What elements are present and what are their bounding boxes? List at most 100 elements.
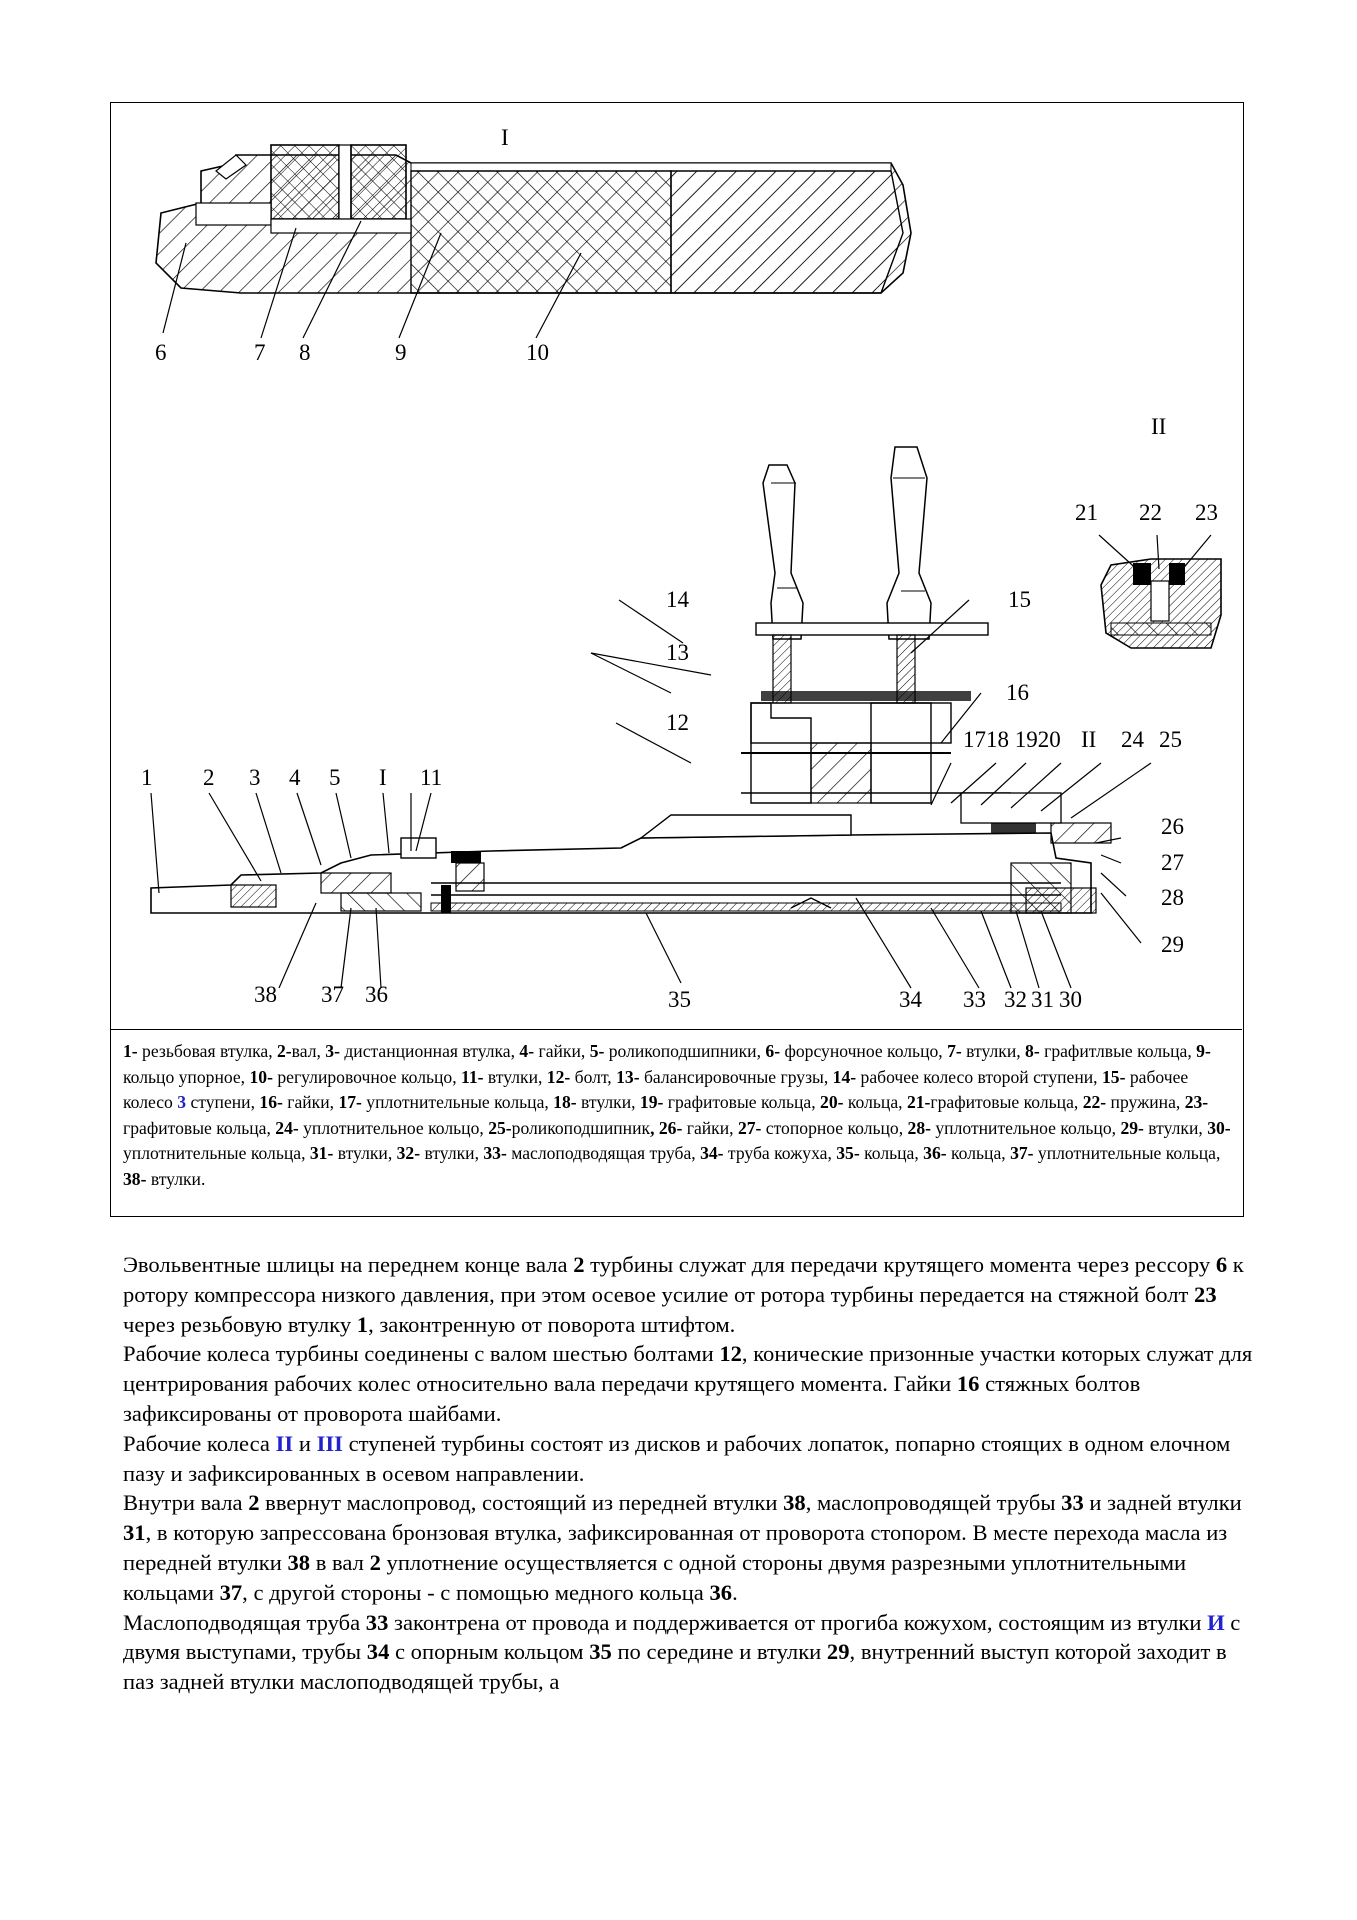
text-run: втулки,: [961, 1041, 1026, 1061]
legend-number: 5-: [589, 1041, 605, 1061]
text-run: турбины служат для передачи крутящего мо…: [584, 1252, 1216, 1277]
text-run: регулировочное кольцо,: [272, 1066, 462, 1087]
label-22: 22: [1139, 500, 1162, 525]
label-34: 34: [899, 987, 922, 1012]
label-13: 13: [666, 640, 689, 665]
text-run: рабочее колесо второй ступени,: [856, 1066, 1102, 1087]
text-run: втулки,: [483, 1066, 547, 1087]
figure-frame: I 6 7 8 9 10 II 21 22 23 14 15 13 16 12 …: [110, 102, 1244, 1217]
text-run: пружина,: [1106, 1092, 1185, 1112]
text-run: с двумя выступами, трубы: [123, 1609, 1241, 1665]
label-14: 14: [666, 587, 689, 612]
legend-number: ,: [650, 1117, 655, 1138]
text-run: втулки,: [1143, 1117, 1208, 1138]
legend-number: 10-: [249, 1066, 273, 1087]
legend-number: 23-: [1184, 1092, 1209, 1112]
text-run: уплотнительное кольцо,: [298, 1117, 489, 1138]
legend-number: 25-: [488, 1117, 512, 1138]
label-33: 33: [963, 987, 986, 1012]
text-run: втулки,: [576, 1092, 640, 1112]
part-number: 34: [366, 1639, 390, 1665]
text-run: Маслоподводящая труба: [123, 1609, 366, 1635]
text-run: уплотнение осуществляется с одной сторон…: [123, 1549, 1187, 1605]
text-run: , законтренную от поворота штифтом.: [368, 1311, 736, 1337]
text-run: , конические призонные участки которых с…: [123, 1341, 1253, 1397]
text-run: дистанционная втулка,: [339, 1041, 520, 1061]
legend-number: 38-: [123, 1168, 147, 1189]
text-run: стопорное кольцо,: [761, 1117, 908, 1138]
label-36: 36: [365, 982, 388, 1007]
part-number: 36: [709, 1579, 733, 1605]
legend-number: 6-: [765, 1041, 781, 1061]
legend-number: 36-: [923, 1143, 947, 1163]
legend-number: 20-: [820, 1092, 844, 1112]
text-run: Внутри вала: [123, 1490, 249, 1516]
text-run: ввернут маслопровод, состоящий из передн…: [259, 1490, 784, 1516]
text-run: болт,: [570, 1066, 617, 1087]
legend-number: 33-: [483, 1143, 507, 1163]
text-run: уплотнительные кольца,: [1033, 1143, 1221, 1163]
text-run: рабочее колесо: [123, 1066, 1189, 1113]
legend-number: 18-: [553, 1092, 577, 1112]
part-number: 37: [219, 1579, 243, 1605]
label-32: 32: [1004, 987, 1027, 1012]
legend-number: 32-: [396, 1143, 421, 1163]
text-run: законтрена от провода и поддерживается о…: [388, 1609, 1208, 1635]
detail-ii-title: II: [1151, 414, 1167, 439]
text-run: графитлвые кольца,: [1039, 1041, 1197, 1061]
part-number: 2: [369, 1549, 381, 1575]
label-30: 30: [1059, 987, 1082, 1012]
legend-number: 8-: [1025, 1041, 1040, 1061]
text-run: уплотнительные кольца,: [361, 1092, 554, 1112]
text-run: уплотнительное кольцо,: [930, 1117, 1121, 1138]
text-run: .: [732, 1579, 738, 1605]
highlighted-ref: II: [275, 1430, 294, 1456]
legend-number: 37-: [1010, 1143, 1034, 1163]
legend-number: 14-: [832, 1066, 857, 1087]
text-run: труба кожуха,: [723, 1143, 837, 1163]
label-29: 29: [1161, 932, 1184, 957]
text-run: резьбовая втулка,: [137, 1041, 277, 1061]
legend-number: 27-: [737, 1117, 762, 1138]
label-21: 21: [1075, 500, 1098, 525]
part-number: 33: [1061, 1490, 1084, 1516]
text-run: и: [293, 1430, 317, 1456]
label-6: 6: [155, 340, 167, 365]
text-run: , с другой стороны - с помощью медного к…: [242, 1579, 710, 1605]
text-run: , в которую запрессована бронзовая втулк…: [123, 1520, 1228, 1575]
text-run: , маслопроводящей трубы: [805, 1490, 1062, 1516]
text-run: кольца,: [843, 1092, 907, 1112]
label-38: 38: [254, 982, 277, 1007]
label-24: 24: [1121, 727, 1144, 752]
label-8: 8: [299, 340, 311, 365]
paragraph: Внутри вала 2 ввернут маслопровод, состо…: [123, 1488, 1263, 1607]
legend-number: 12-: [546, 1066, 571, 1087]
text-run: кольцо упорное,: [123, 1066, 250, 1087]
label-28: 28: [1161, 885, 1184, 910]
legend-number: 34-: [700, 1143, 724, 1163]
figure-caption-legend: 1- резьбовая втулка, 2-вал, 3- дистанцио…: [111, 1029, 1242, 1215]
part-number: 29: [826, 1639, 850, 1665]
text-run: втулки,: [420, 1143, 484, 1163]
text-run: втулки,: [333, 1143, 397, 1163]
label-11: 11: [420, 765, 443, 790]
paragraph: Рабочие колеса турбины соединены с валом…: [123, 1339, 1263, 1428]
text-run: графитовые кольца,: [663, 1092, 821, 1112]
legend-number: 16-: [259, 1092, 283, 1112]
paragraph: Эвольвентные шлицы на переднем конце вал…: [123, 1250, 1263, 1339]
text-run: гайки,: [534, 1041, 590, 1061]
legend-number: 13-: [616, 1066, 640, 1087]
label-17-20: 1718 1920: [963, 727, 1061, 752]
label-i-main: I: [379, 765, 387, 790]
highlighted-ref: III: [316, 1430, 343, 1456]
text-run: вал,: [291, 1041, 326, 1061]
text-run: графитовые кольца,: [123, 1117, 276, 1138]
part-number: 33: [365, 1609, 389, 1635]
label-35: 35: [668, 987, 691, 1012]
detail-i-title: I: [501, 125, 509, 150]
part-number: 35: [589, 1639, 612, 1665]
text-run: гайки,: [682, 1117, 738, 1138]
text-run: Эвольвентные шлицы на переднем конце вал…: [123, 1252, 574, 1277]
label-12: 12: [666, 710, 689, 735]
legend-number: 28-: [907, 1117, 931, 1138]
